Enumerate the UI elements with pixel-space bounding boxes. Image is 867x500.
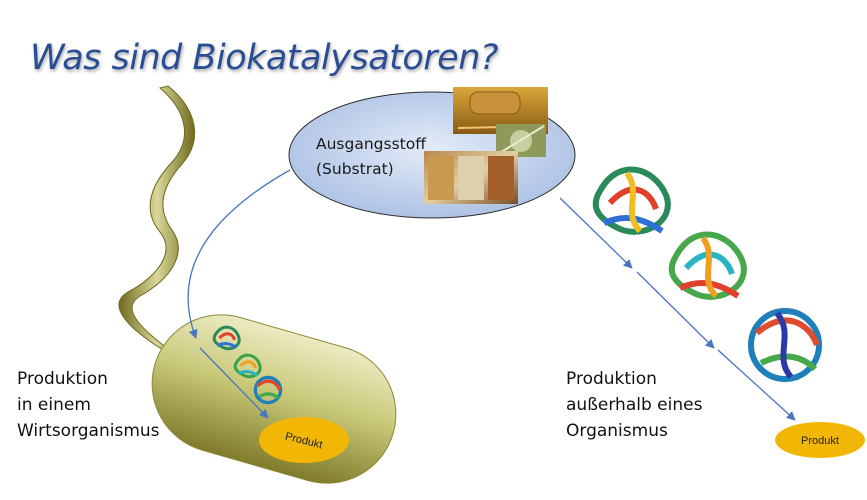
substrate-photo-chips: [424, 151, 518, 204]
right-caption-line-1: Produktion: [566, 369, 657, 389]
substrate-label: Ausgangsstoff (Substrat): [316, 132, 426, 182]
product-ellipse-cell: Produkt: [259, 417, 349, 463]
bacterium-cell-body: [151, 314, 397, 484]
enzyme-icon-cell-2: [233, 353, 262, 379]
right-caption-line-3: Organismus: [566, 421, 668, 441]
arrow-to-cell: [187, 169, 291, 339]
left-caption-line-3: Wirtsorganismus: [17, 421, 160, 441]
arrow-cascade-2: [636, 271, 715, 349]
slide-title: Was sind Biokatalysatoren?: [30, 38, 498, 78]
enzyme-icon-free-2: [668, 231, 747, 300]
substrate-label-line-2: (Substrat): [316, 160, 394, 178]
left-caption-line-1: Produktion: [17, 369, 108, 389]
substrate-label-line-1: Ausgangsstoff: [316, 135, 426, 153]
enzyme-icon-free-1: [592, 166, 671, 235]
product-label-free: Produkt: [801, 435, 839, 447]
bacterium-flagellum: [118, 85, 196, 353]
product-ellipse-free: Produkt: [775, 422, 865, 458]
arrow-inside-cell: [199, 347, 269, 419]
left-caption: Produktion in einem Wirtsorganismus: [17, 366, 160, 444]
right-caption-line-2: außerhalb eines: [566, 395, 703, 415]
arrow-cascade-1: [559, 197, 633, 269]
enzyme-icon-cell-3: [253, 375, 283, 405]
right-caption: Produktion außerhalb eines Organismus: [566, 366, 702, 444]
arrow-cascade-3: [717, 349, 796, 421]
enzyme-icon-free-3: [748, 308, 822, 382]
enzyme-icon-cell-1: [212, 325, 241, 351]
left-caption-line-2: in einem: [17, 395, 91, 415]
